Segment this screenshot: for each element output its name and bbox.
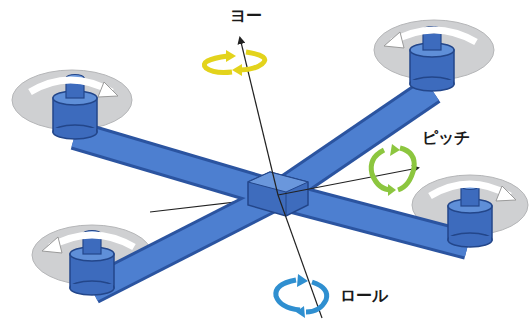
frame-arms	[75, 90, 468, 290]
motor-base	[53, 125, 97, 139]
motor-base	[410, 77, 454, 91]
motor-base-fill	[449, 236, 491, 240]
rotor-rotation-arrows	[30, 30, 516, 253]
roll-rotation-arrow	[276, 274, 327, 318]
roll-label: ロール	[338, 286, 390, 306]
motor-base-fill	[71, 284, 113, 288]
rotor-discs	[12, 20, 528, 285]
motor-base-fill	[54, 128, 96, 132]
motor-base-fill	[411, 80, 453, 84]
pitch-label: ピッチ	[420, 128, 472, 148]
motors	[53, 27, 492, 296]
yaw-label: ヨー	[228, 6, 264, 26]
motor	[448, 183, 492, 248]
motor-base	[70, 281, 114, 295]
motor	[410, 27, 454, 92]
motor-base	[448, 233, 492, 247]
axes	[240, 38, 418, 318]
yaw-rotation-arrow	[204, 50, 264, 76]
pitch-rotation-arrow	[371, 144, 414, 196]
